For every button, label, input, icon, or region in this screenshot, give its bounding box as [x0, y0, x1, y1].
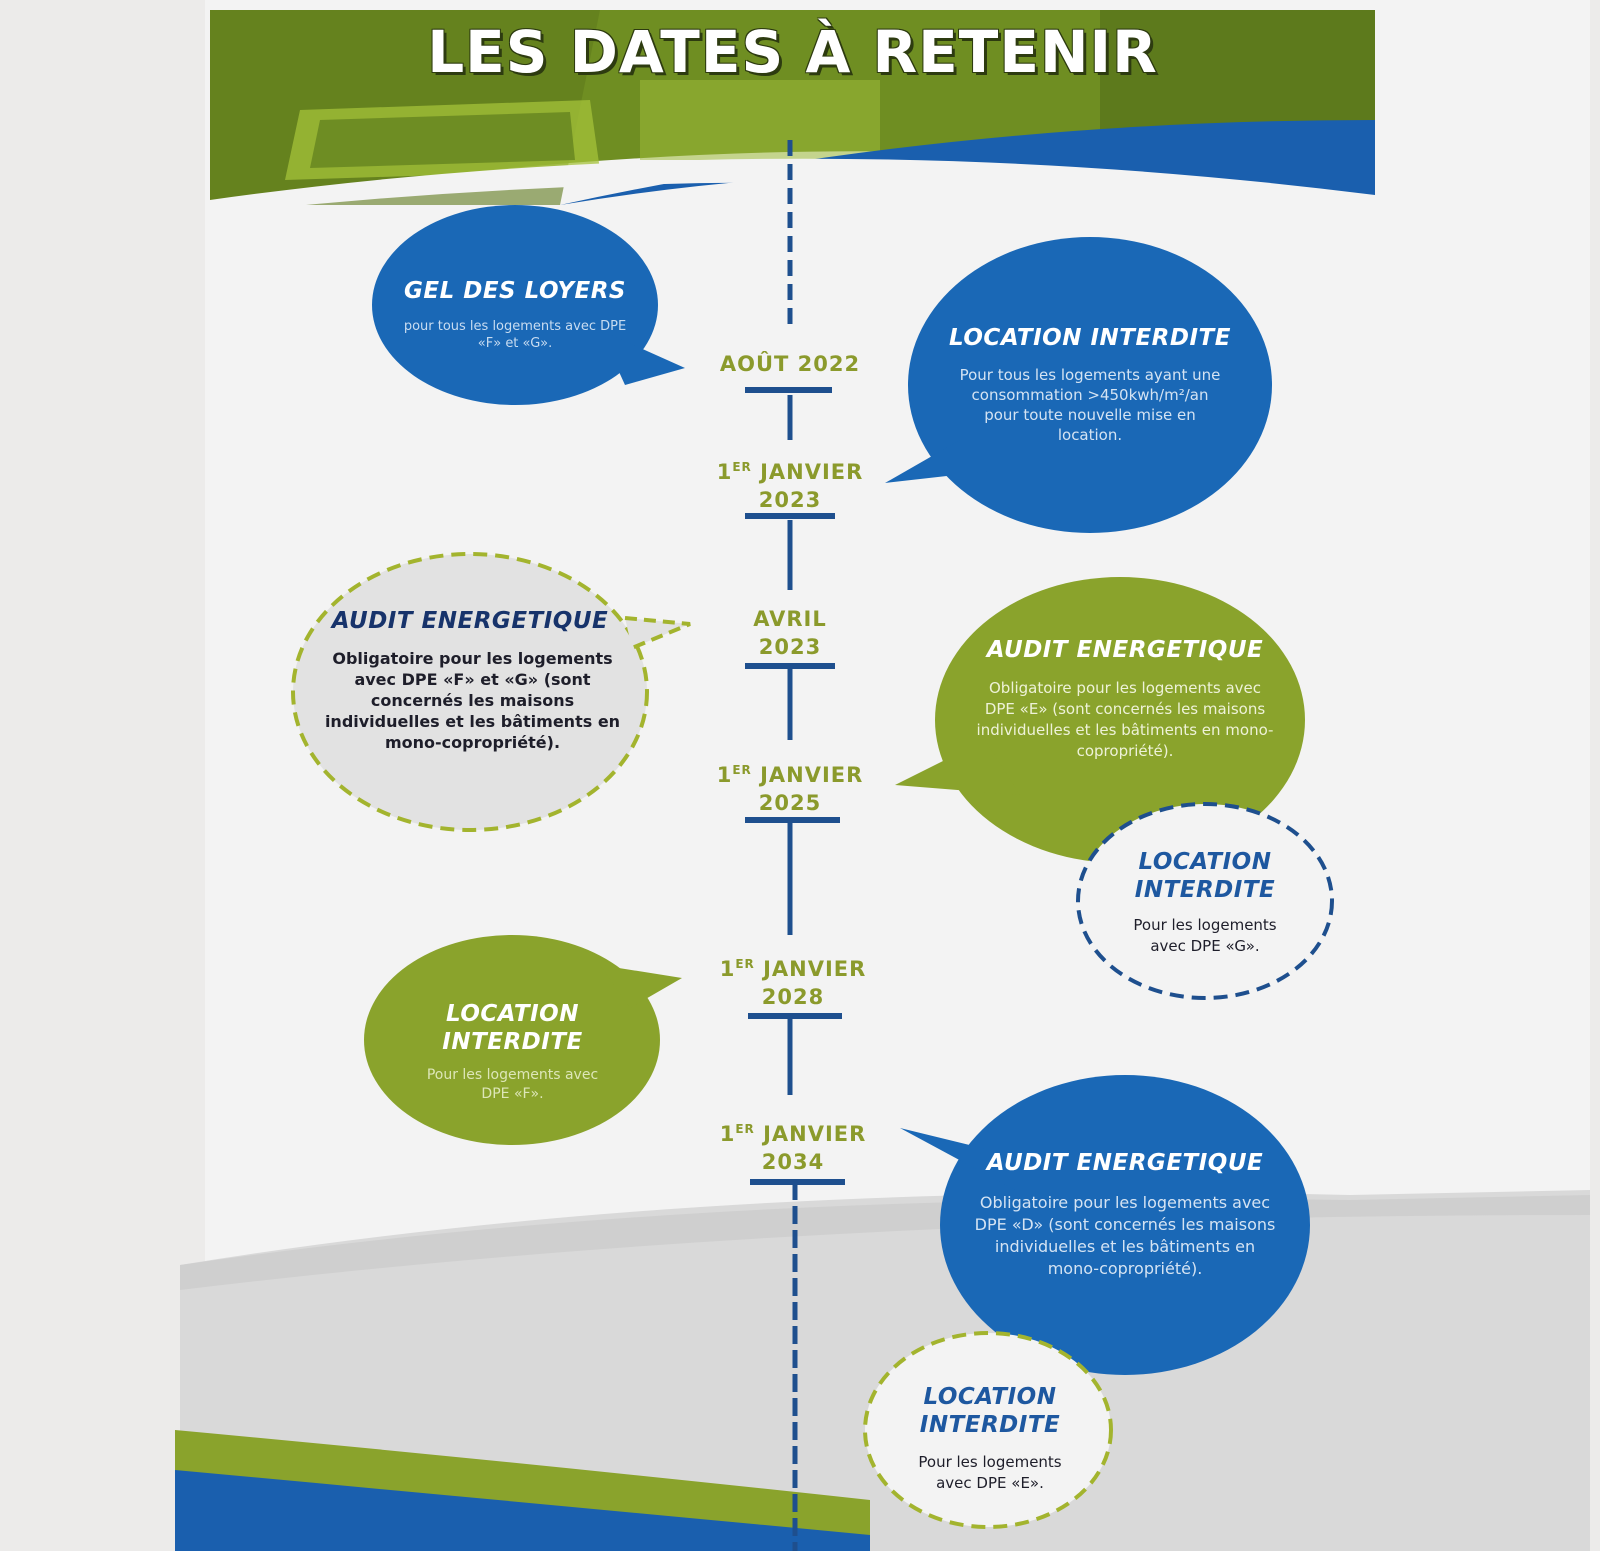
- location-e-title: LOCATION INTERDITE: [919, 1384, 1061, 1438]
- timeline-axis: [787, 140, 798, 1551]
- date-avril-2023-month: AVRIL: [753, 607, 827, 631]
- date-janvier-2023-year: 2023: [758, 488, 822, 512]
- date-janvier-2025-sup: ER: [732, 763, 752, 777]
- bubble-location-f: [364, 935, 682, 1145]
- date-janvier-2025: 1ER JANVIER 2025: [690, 756, 890, 817]
- date-janvier-2023: 1ER JANVIER 2023: [690, 453, 890, 514]
- audit-d-text: Obligatoire pour les logements avec DPE …: [974, 1193, 1276, 1278]
- audit-e-title: AUDIT ENERGETIQUE: [986, 637, 1264, 663]
- audit-e-text: Obligatoire pour les logements avec DPE …: [976, 679, 1274, 760]
- bubble-location-2023: [885, 237, 1272, 533]
- page-title: LES DATES À RETENIR: [427, 18, 1158, 86]
- location-2023-text: Pour tous les logements ayant une consom…: [959, 366, 1221, 444]
- bubble-gel-loyers: [372, 205, 685, 405]
- audit-fg-title: AUDIT ENERGETIQUE: [331, 608, 609, 634]
- location-2023-title: LOCATION INTERDITE: [949, 325, 1231, 351]
- bottom-decoration: [175, 1190, 1590, 1551]
- date-janvier-2025-month: JANVIER: [760, 763, 864, 787]
- gel-loyers-title: GEL DES LOYERS: [404, 278, 626, 304]
- location-f-title: LOCATION INTERDITE: [442, 1001, 583, 1055]
- bubble-audit-e: [895, 577, 1305, 863]
- audit-fg-text: Obligatoire pour les logements avec DPE …: [324, 649, 621, 752]
- date-janvier-2034-sup: ER: [735, 1122, 755, 1136]
- date-avril-2023: AVRIL 2023: [690, 605, 890, 661]
- date-janvier-2028-year: 2028: [761, 985, 825, 1009]
- date-janvier-2023-month: JANVIER: [760, 460, 864, 484]
- bubble-location-e: [863, 1331, 1113, 1529]
- bubble-location-g: [1076, 802, 1334, 1000]
- date-janvier-2023-day: 1: [716, 460, 733, 484]
- date-janvier-2028: 1ER JANVIER 2028: [693, 950, 893, 1011]
- date-janvier-2028-day: 1: [719, 957, 736, 981]
- date-avril-2023-year: 2023: [758, 635, 822, 659]
- date-janvier-2034: 1ER JANVIER 2034: [693, 1115, 893, 1176]
- bubble-audit-fg: [291, 552, 691, 832]
- location-f-text: Pour les logements avec DPE «F».: [426, 1067, 599, 1102]
- title-holder: LES DATES À RETENIR: [427, 18, 1158, 86]
- date-janvier-2034-year: 2034: [761, 1150, 825, 1174]
- date-janvier-2025-year: 2025: [758, 791, 822, 815]
- date-aout-2022-label: AOÛT 2022: [719, 352, 861, 376]
- date-janvier-2025-day: 1: [716, 763, 733, 787]
- date-aout-2022: AOÛT 2022: [690, 350, 890, 378]
- location-e-text: Pour les logements avec DPE «E».: [918, 1453, 1062, 1492]
- location-g-text: Pour les logements avec DPE «G».: [1133, 916, 1277, 955]
- bubble-audit-d: [900, 1075, 1310, 1375]
- date-janvier-2034-month: JANVIER: [763, 1122, 867, 1146]
- date-janvier-2034-day: 1: [719, 1122, 736, 1146]
- location-g-title: LOCATION INTERDITE: [1134, 849, 1276, 903]
- date-janvier-2028-sup: ER: [735, 957, 755, 971]
- audit-d-title: AUDIT ENERGETIQUE: [986, 1150, 1264, 1176]
- gel-loyers-text: pour tous les logements avec DPE «F» et …: [403, 319, 627, 351]
- timeline-tick-marks: [745, 387, 845, 1185]
- date-janvier-2028-month: JANVIER: [763, 957, 867, 981]
- header-banner: [210, 10, 1375, 215]
- bottom-blue-band: [175, 1470, 870, 1551]
- date-janvier-2023-sup: ER: [732, 460, 752, 474]
